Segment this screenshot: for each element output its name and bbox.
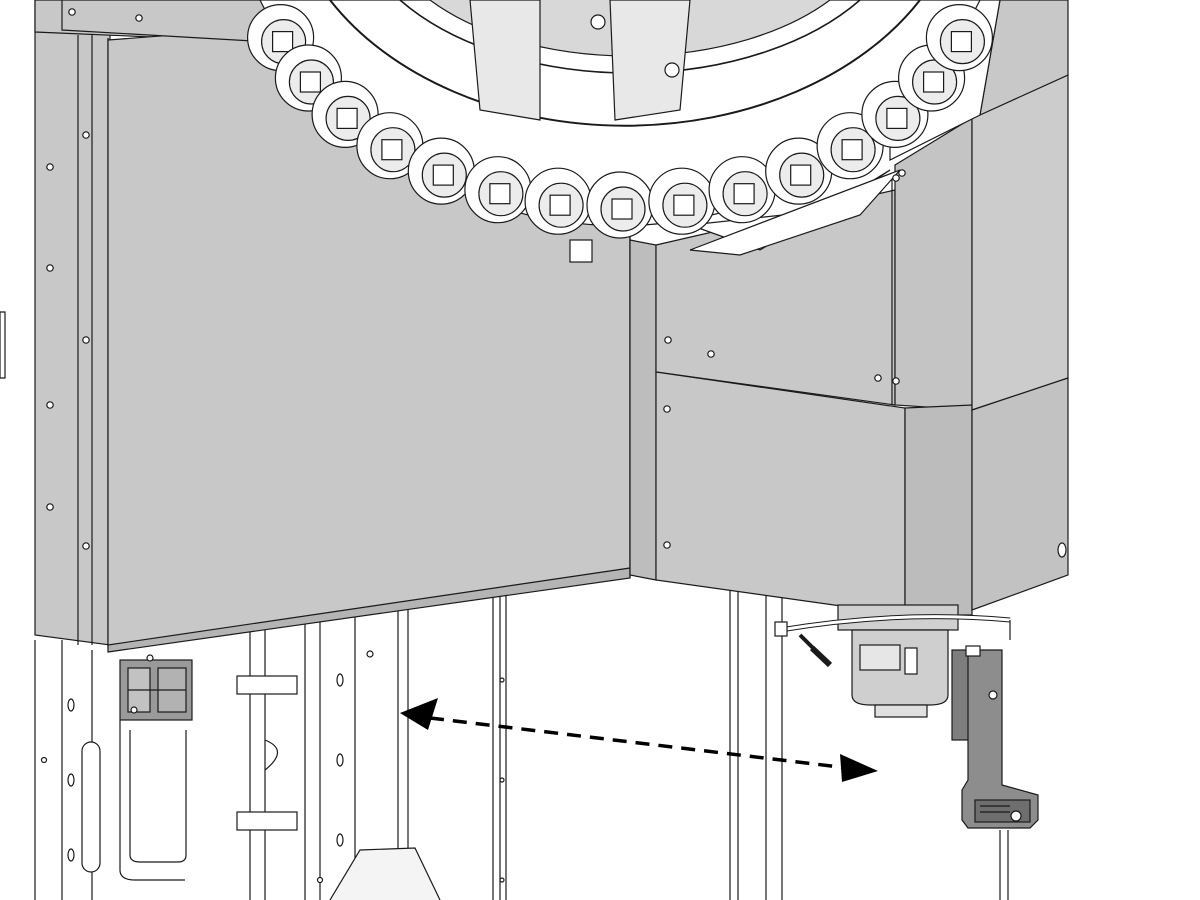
tool-pocket-icon [464,156,532,224]
tool-pocket-icon [765,137,833,205]
panel-fastener [707,350,715,358]
tool-pocket-icon [407,137,475,205]
right-edge [1057,542,1067,558]
panel-fastener [898,169,906,177]
panel-fasteners [46,8,906,550]
tool-pocket-icon [586,171,654,239]
panel-fastener [82,542,90,550]
spindle-head-icon [774,604,1011,718]
panel-fastener [664,336,672,344]
panel-fastener [46,401,54,409]
tool-pocket-icon [861,80,929,149]
mounting-bracket-icon [951,645,1039,829]
dashed-double-arrow-icon [400,698,878,782]
panel-fastener [663,405,671,413]
tool-pocket-icon [708,156,776,224]
panel-fastener [68,8,76,16]
panel-fastener [46,264,54,272]
tool-pocket-icon [648,167,716,235]
panel-fastener [46,163,54,171]
panel-fastener [892,377,900,385]
panel-fastener [135,14,143,22]
panel-fastener [82,131,90,139]
panel-fastener [874,374,882,382]
left-wall-strip [0,0,111,646]
tool-pocket-icon [524,167,592,235]
tool-pockets [247,3,994,239]
tool-pocket-icon [816,112,884,180]
panel-fastener [663,541,671,549]
lower-frame [34,585,1009,900]
tool-pocket-icon [925,3,994,72]
panel-fastener [892,174,900,182]
panel-fastener [46,503,54,511]
panel-fastener [82,336,90,344]
cable-clamp-icon [119,654,193,721]
lower-left-structure [40,650,505,900]
